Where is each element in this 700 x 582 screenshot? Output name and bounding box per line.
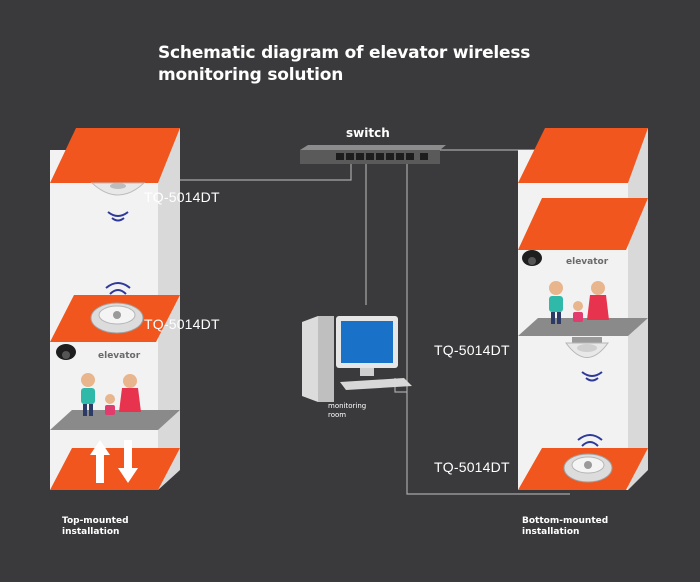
right-shaft-side bbox=[628, 128, 648, 490]
right-dome-camera-icon bbox=[522, 250, 542, 266]
right-car-ceiling-slab bbox=[518, 198, 648, 250]
up-down-arrows-icon bbox=[90, 440, 138, 483]
left-signal-waves-up-icon bbox=[105, 282, 131, 295]
left-top-device-label: TQ-5014DT bbox=[144, 189, 220, 205]
right-car-device-icon bbox=[565, 337, 609, 358]
right-shaft-top-slab bbox=[518, 128, 648, 183]
right-car-device-label: TQ-5014DT bbox=[434, 342, 510, 358]
right-passengers-icon bbox=[549, 281, 609, 324]
left-car-base bbox=[50, 410, 180, 430]
left-passengers-icon bbox=[81, 373, 141, 416]
left-caption: Top-mounted installation bbox=[62, 516, 129, 537]
left-car-device-label: TQ-5014DT bbox=[144, 316, 220, 332]
left-elevator-label: elevator bbox=[98, 351, 141, 361]
right-bottom-device-label: TQ-5014DT bbox=[434, 459, 510, 475]
computer-icon bbox=[302, 316, 412, 402]
switch-label: switch bbox=[346, 126, 390, 140]
monitoring-room-label: monitoring room bbox=[328, 402, 367, 419]
left-shaft-bottom-slab bbox=[50, 448, 180, 490]
right-signal-waves-up-icon bbox=[577, 434, 603, 447]
left-elevator-shaft bbox=[50, 128, 180, 490]
cable-switch-to-right-bottom bbox=[406, 162, 570, 495]
cable-switch-to-left-top bbox=[150, 162, 352, 181]
diagram-title: Schematic diagram of elevator wireless m… bbox=[158, 43, 531, 85]
left-dome-camera-icon bbox=[56, 344, 76, 360]
network-switch-icon bbox=[300, 145, 446, 164]
left-shaft-top-slab bbox=[50, 128, 180, 183]
right-caption: Bottom-mounted installation bbox=[522, 516, 609, 537]
left-car-device-icon bbox=[90, 302, 144, 334]
left-signal-waves-down-icon bbox=[107, 211, 129, 222]
left-top-device-icon bbox=[90, 182, 146, 196]
right-bottom-device-icon bbox=[563, 453, 613, 483]
right-signal-waves-down-icon bbox=[581, 371, 603, 382]
right-elevator-label: elevator bbox=[566, 257, 609, 267]
right-car-floor bbox=[518, 318, 648, 336]
